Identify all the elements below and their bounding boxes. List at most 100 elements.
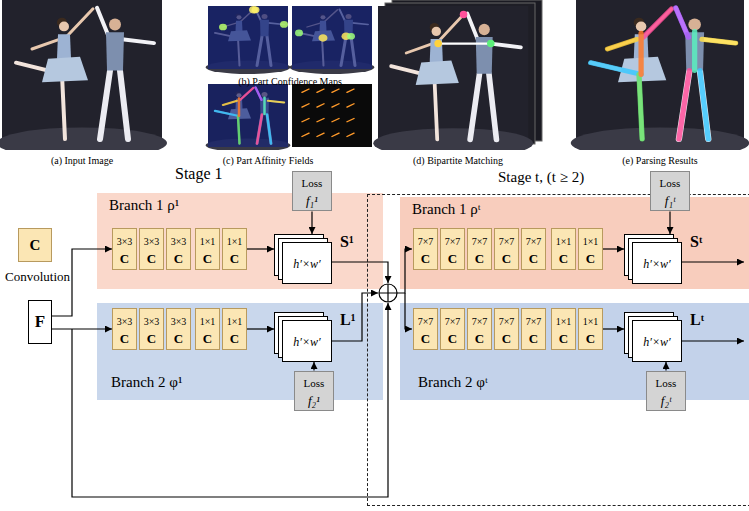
text-holder: C — [174, 249, 183, 267]
conv-symbol: C — [421, 331, 430, 346]
text-holder: C — [421, 329, 430, 347]
text-holder: 1×1 — [227, 231, 243, 249]
conv-layer-box: 7×7C — [413, 308, 438, 350]
kernel-size: 7×7 — [526, 316, 542, 327]
stage-title: Stage 1 — [175, 165, 223, 182]
text-holder: 3×3 — [144, 231, 160, 249]
text-holder: 1×1 — [556, 231, 572, 249]
text-holder: C — [502, 249, 511, 267]
kernel-size: 1×1 — [227, 316, 243, 327]
text-holder: C — [559, 249, 568, 267]
loss-box: Lossf₂¹ — [294, 371, 334, 412]
connector-arrow — [52, 328, 112, 329]
map-symbol: Lᵗ — [690, 311, 704, 328]
kernel-size: 7×7 — [472, 236, 488, 247]
text-holder: C — [421, 249, 430, 267]
text-holder: h′×w′ — [293, 254, 320, 272]
wire — [602, 248, 624, 249]
image-caption: (c) Part Affinity Fields — [223, 155, 314, 166]
text-holder: Loss — [656, 373, 677, 391]
text-holder: 1×1 — [583, 231, 599, 249]
conv-symbol: C — [230, 331, 239, 346]
text-holder: f₂ᵗ — [661, 391, 671, 409]
connector-arrow — [665, 362, 666, 371]
text-holder: C — [529, 249, 538, 267]
conv-layer-box: 7×7C — [413, 228, 438, 270]
wire — [682, 261, 744, 262]
text-holder: 1×1 — [556, 311, 572, 329]
wire — [682, 340, 744, 341]
text-holder: h′×w′ — [643, 254, 670, 272]
wire — [405, 293, 412, 329]
text-holder: 7×7 — [418, 231, 434, 249]
concat-symbol — [379, 284, 397, 302]
loss-box: Lossf₁ᵗ — [650, 171, 690, 212]
map-symbol: L¹ — [340, 311, 355, 328]
conv-symbol: C — [147, 331, 156, 346]
text-holder: C — [30, 236, 41, 254]
label-holder: (e) Parsing Results — [622, 150, 698, 168]
text-holder: C — [448, 249, 457, 267]
loss-function: f₂ᵗ — [661, 393, 671, 408]
kernel-size: 7×7 — [472, 316, 488, 327]
stage-frame: Stage t, (t ≥ 2)Branch 1 ρᵗ7×7C7×7C7×7C7… — [368, 195, 749, 505]
kernel-size: 1×1 — [227, 236, 243, 247]
map-symbol: Sᵗ — [690, 233, 702, 250]
kernel-size: 1×1 — [200, 236, 216, 247]
text-holder: Convolution — [5, 267, 70, 285]
text-holder: 3×3 — [117, 311, 133, 329]
image-caption: (a) Input Image — [51, 155, 113, 166]
image-caption: (e) Parsing Results — [622, 155, 698, 166]
kernel-size: 3×3 — [144, 236, 160, 247]
kernel-size: 7×7 — [445, 236, 461, 247]
convolution-key: CConvolution — [18, 228, 52, 262]
kernel-size: 3×3 — [117, 316, 133, 327]
text-holder: 7×7 — [526, 311, 542, 329]
text-holder: C — [475, 249, 484, 267]
wire — [72, 303, 388, 497]
connector-arrow — [313, 362, 314, 371]
branch-title: Branch 1 ρᵗ — [412, 201, 481, 217]
text-holder: h′×w′ — [293, 332, 320, 350]
conv-layer-box: 1×1C — [222, 308, 247, 350]
branch-panel: Branch 1 ρ¹3×3C3×3C3×3C1×1C1×1CLossf₁¹h′… — [97, 193, 383, 289]
conv-symbol: C — [529, 251, 538, 266]
kernel-size: 7×7 — [499, 316, 515, 327]
wire — [247, 328, 274, 329]
label-holder: Stage 1 — [175, 165, 223, 183]
branch-panel: Branch 1 ρᵗ7×7C7×7C7×7C7×7C7×7C1×1C1×1CL… — [400, 197, 749, 289]
conv-symbol: C — [475, 331, 484, 346]
illustration — [0, 0, 749, 150]
text-holder: f₁ᵗ — [665, 191, 675, 209]
text-holder: C — [230, 329, 239, 347]
text-holder: f₁¹ — [306, 191, 318, 209]
map-symbol: S¹ — [340, 233, 354, 250]
loss-function: f₂¹ — [308, 393, 320, 408]
kernel-size: 3×3 — [171, 316, 187, 327]
wire — [602, 328, 624, 329]
conv-layer-box: 1×1C — [195, 228, 220, 270]
text-holder: C — [529, 329, 538, 347]
stage-title: Stage t, (t ≥ 2) — [498, 169, 584, 185]
branch-title: Branch 2 φ¹ — [111, 374, 182, 390]
conv-symbol: C — [230, 251, 239, 266]
conv-layer-box: 1×1C — [551, 228, 576, 270]
conv-symbol: C — [203, 331, 212, 346]
kernel-size: 1×1 — [556, 236, 572, 247]
kernel-size: 1×1 — [200, 316, 216, 327]
text-holder: 1×1 — [227, 311, 243, 329]
text-holder: C — [586, 249, 595, 267]
text-holder: Branch 1 ρ¹ — [109, 196, 179, 214]
conv-layer-box: 3×3C — [166, 228, 191, 270]
text-holder: L¹ — [340, 311, 355, 329]
text-holder: C — [230, 249, 239, 267]
conv-layer-box: 1×1C — [551, 308, 576, 350]
text-holder: 1×1 — [583, 311, 599, 329]
conv-symbol: C — [502, 331, 511, 346]
conv-symbol: C — [174, 331, 183, 346]
text-holder: Lᵗ — [690, 311, 704, 329]
kernel-size: 1×1 — [583, 316, 599, 327]
kernel-size: 1×1 — [583, 236, 599, 247]
feature-map-stack: h′×w′L¹ — [282, 320, 332, 362]
kernel-size: 7×7 — [499, 236, 515, 247]
